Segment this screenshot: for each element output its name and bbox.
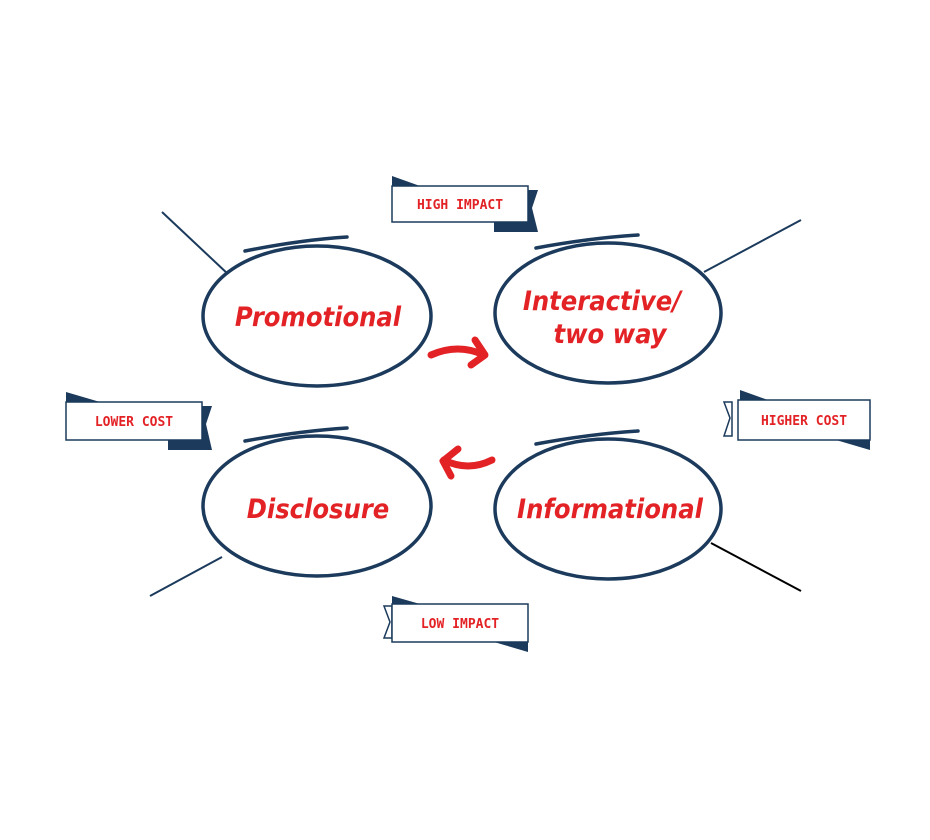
connector-line [149,556,223,597]
bubble-promotional [201,235,433,388]
label-interactive-line1: Interactive/ [523,286,683,317]
arrow-left-icon [439,445,496,480]
label-promotional: Promotional [235,302,402,333]
tag-label: HIGHER COST [761,414,847,429]
tag-label: LOWER COST [95,415,173,430]
connector-line [703,219,802,273]
arrow-right-icon [427,336,489,369]
connector-line [161,211,230,276]
tag-higher-cost: HIGHER COST [722,390,871,450]
tag-lower-cost: LOWER COST [65,392,212,450]
bubble-disclosure [201,426,433,578]
tag-low-impact: LOW IMPACT [382,596,529,652]
bubble-informational [493,429,723,581]
tag-high-impact: HIGH IMPACT [391,176,538,232]
bubble-interactive [493,233,723,385]
tag-label: LOW IMPACT [421,617,499,632]
connector-line [710,542,802,592]
label-interactive-line2: two way [553,319,667,350]
tag-label: HIGH IMPACT [417,198,503,213]
label-informational: Informational [517,494,704,525]
label-disclosure: Disclosure [247,494,390,525]
